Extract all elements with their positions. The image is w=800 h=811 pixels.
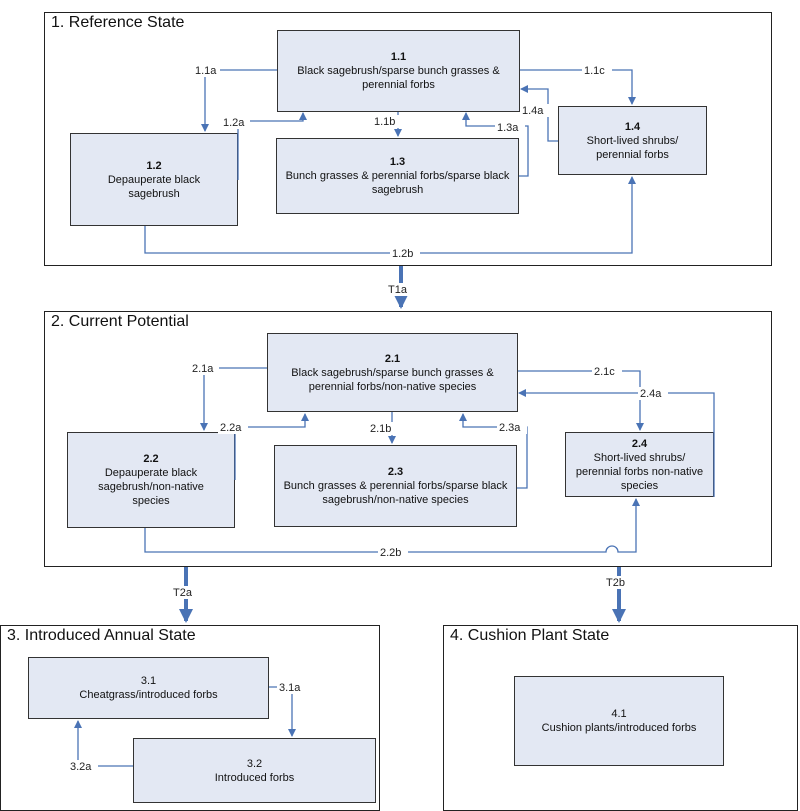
pathway-3-2a-arrow <box>74 720 133 767</box>
community-text: Cheatgrass/introduced forbs <box>79 689 218 701</box>
community-text: Introduced forbs <box>214 771 295 784</box>
community-text: Bunch grasses & perennial forbs/sparse b… <box>283 480 508 506</box>
pathway-labels: 1.1a 1.2a 1.1b 1.3a 1.1c 1.4a 1.2b 2.1a … <box>68 64 668 773</box>
community-text: Black sagebrush/sparse bunch grasses & p… <box>291 366 494 393</box>
state-title: 1. Reference State <box>51 14 185 31</box>
transition-label-t2a: T2a <box>173 587 193 599</box>
pathway-label-1-1c: 1.1c <box>584 65 605 77</box>
community-id: 1.3 <box>389 156 406 168</box>
community-1-2: 1.2 Depauperate black sagebrush <box>70 133 238 226</box>
community-text: Black sagebrush/sparse bunch grasses & p… <box>297 65 500 91</box>
pathway-2-4a-arrow <box>518 389 715 497</box>
community-2-1: 2.1 Black sagebrush/sparse bunch grasses… <box>267 333 518 412</box>
pathway-label-2-1a: 2.1a <box>192 363 214 375</box>
community-1-1: 1.1 Black sagebrush/sparse bunch grasses… <box>277 30 520 112</box>
pathway-2-2b-arrow <box>144 498 640 553</box>
pathway-label-1-2a: 1.2a <box>223 117 245 129</box>
community-id: 2.4 <box>631 437 648 450</box>
community-4-1: 4.1 Cushion plants/introduced forbs <box>514 676 724 766</box>
community-text: Short-lived shrubs/ perennial forbs non-… <box>575 451 704 492</box>
pathway-1-2a-arrow <box>237 112 307 180</box>
community-1-4: 1.4 Short-lived shrubs/ perennial forbs <box>558 106 707 175</box>
community-text: Cushion plants/introduced forbs <box>541 722 697 734</box>
community-1-3: 1.3 Bunch grasses & perennial forbs/spar… <box>276 138 519 214</box>
state-title: 3. Introduced Annual State <box>7 627 196 644</box>
pathway-label-2-2b: 2.2b <box>380 547 401 559</box>
community-id: 1.4 <box>624 120 641 133</box>
community-id: 3.1 <box>140 675 157 687</box>
pathway-label-3-1a: 3.1a <box>279 682 301 694</box>
pathway-2-2a-arrow <box>234 413 309 480</box>
pathway-label-2-4a: 2.4a <box>640 388 662 400</box>
community-id: 2.2 <box>143 453 159 465</box>
pathway-3-1a-arrow <box>269 686 296 737</box>
community-id: 2.1 <box>384 352 401 365</box>
pathway-label-2-1c: 2.1c <box>594 366 615 378</box>
community-text: Depauperate black sagebrush <box>107 173 201 200</box>
transition-labels: T1a T2a T2b <box>171 283 632 599</box>
community-2-2: 2.2 Depauperate black sagebrush/non-nati… <box>67 432 235 528</box>
community-id: 1.1 <box>390 51 407 63</box>
community-id: 1.2 <box>146 159 162 172</box>
state-title: 2. Current Potential <box>51 313 189 330</box>
community-id: 4.1 <box>611 708 627 720</box>
pathway-label-2-3a: 2.3a <box>499 422 521 434</box>
pathway-label-1-4a: 1.4a <box>522 105 544 117</box>
community-text: Short-lived shrubs/ perennial forbs <box>586 134 679 161</box>
transition-label-t2b: T2b <box>606 577 625 589</box>
state-title: 4. Cushion Plant State <box>450 627 610 644</box>
pathway-label-2-2a: 2.2a <box>220 422 242 434</box>
community-2-3: 2.3 Bunch grasses & perennial forbs/spar… <box>274 445 517 527</box>
community-text: Bunch grasses & perennial forbs/sparse b… <box>285 170 510 196</box>
pathway-label-2-1b: 2.1b <box>370 423 391 435</box>
pathway-label-3-2a: 3.2a <box>70 761 92 773</box>
community-text: Depauperate black sagebrush/non-native s… <box>98 467 204 507</box>
pathway-2-1c-arrow <box>518 370 644 431</box>
pathway-2-1a-arrow <box>200 367 267 431</box>
pathway-1-3a-arrow <box>462 112 529 177</box>
transition-label-t1a: T1a <box>388 284 408 296</box>
pathway-label-1-1b: 1.1b <box>374 116 395 128</box>
pathway-label-1-2b: 1.2b <box>392 248 413 260</box>
pathway-label-1-3a: 1.3a <box>497 122 519 134</box>
pathway-1-1c-arrow <box>520 69 636 105</box>
pathway-label-1-1a: 1.1a <box>195 65 217 77</box>
community-3-2: 3.2 Introduced forbs <box>133 738 376 803</box>
community-id: 2.3 <box>387 466 404 478</box>
community-3-1: 3.1 Cheatgrass/introduced forbs <box>28 657 269 719</box>
community-2-4: 2.4 Short-lived shrubs/ perennial forbs … <box>565 432 714 497</box>
community-id: 3.2 <box>246 757 263 770</box>
pathway-1-2b-arrow <box>144 176 636 254</box>
